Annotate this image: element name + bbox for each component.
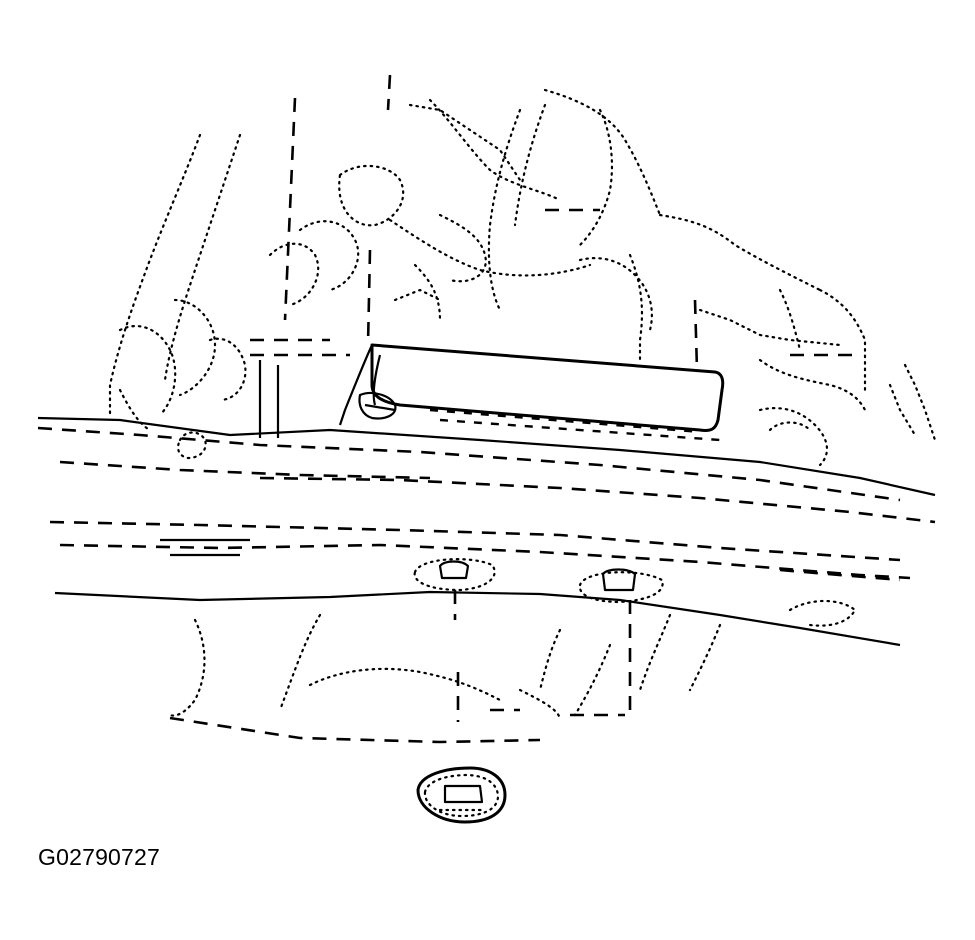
module-housing xyxy=(338,343,725,442)
rail-bolts xyxy=(413,558,664,720)
detached-clip xyxy=(416,766,507,824)
bolt-left xyxy=(413,558,496,592)
figure-id-label: G02790727 xyxy=(38,844,161,870)
crossmember-rail xyxy=(37,416,936,647)
upper-body-structure xyxy=(108,88,937,467)
support-posts xyxy=(177,360,280,460)
bolt-right xyxy=(578,571,664,604)
upper-dashed-lines xyxy=(250,74,860,371)
lower-structure xyxy=(168,613,722,744)
